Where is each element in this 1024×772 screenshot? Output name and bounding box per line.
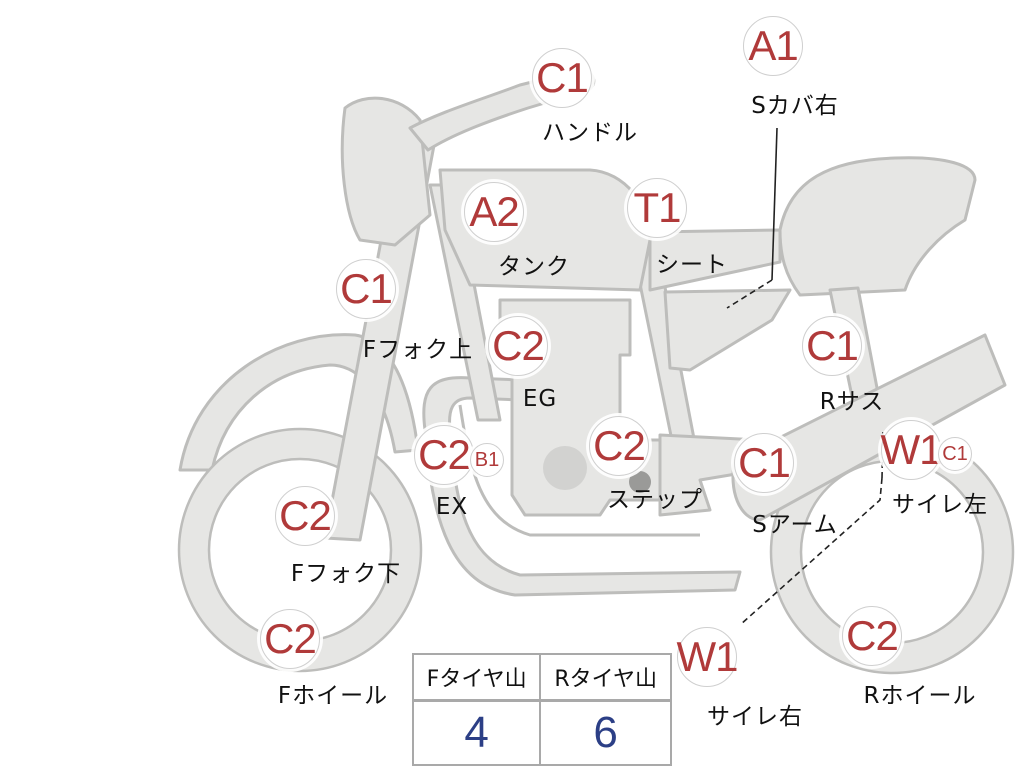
callout-code-muffler-left: W1 bbox=[881, 420, 943, 480]
callout-label-exhaust: EX bbox=[435, 494, 469, 520]
callout-label-tank: タンク bbox=[498, 254, 570, 280]
callout-code-fork-lower: C2 bbox=[275, 486, 335, 546]
callout-code-muffler-right: W1 bbox=[677, 627, 739, 687]
callout-label-fork-lower: Fフォク下 bbox=[290, 561, 402, 587]
callout-code-front-wheel: C2 bbox=[260, 609, 320, 669]
callout-code-exhaust: C2 bbox=[414, 425, 474, 485]
rear-seat-cowl bbox=[778, 156, 977, 297]
callout-label-rear-wheel: Rホイール bbox=[863, 683, 977, 709]
callout-label-seat: シート bbox=[656, 252, 728, 278]
callout-code-step: C2 bbox=[589, 416, 649, 476]
engine-cover bbox=[543, 446, 587, 490]
front-tire-tread-header: Fタイヤ山 bbox=[411, 653, 542, 702]
callout-code-fork-upper: C1 bbox=[336, 259, 396, 319]
callout-label-step: ステップ bbox=[607, 487, 703, 513]
headlight-cowl bbox=[340, 96, 432, 247]
callout-code-engine: C2 bbox=[488, 316, 548, 376]
callout-code-tank: A2 bbox=[464, 182, 524, 242]
callout-label-engine: EG bbox=[522, 386, 558, 412]
rear-tire-tread-value: 6 bbox=[539, 699, 672, 766]
front-tire-tread-value: 4 bbox=[411, 699, 542, 766]
step-peg-1 bbox=[629, 471, 651, 493]
callout-code-exhaust-b1: B1 bbox=[470, 443, 504, 477]
callout-label-muffler-left: サイレ左 bbox=[892, 492, 988, 518]
seat bbox=[648, 228, 782, 292]
callout-code-rear-suspension: C1 bbox=[802, 316, 862, 376]
leader-line-muffler-right bbox=[739, 477, 883, 626]
tire-tread-table: Fタイヤ山 Rタイヤ山 4 6 bbox=[411, 653, 672, 766]
callout-label-front-wheel: Fホイール bbox=[277, 683, 389, 709]
exhaust-pipe-upper bbox=[458, 404, 700, 537]
callout-label-side-cover-right: Sカバ右 bbox=[751, 93, 839, 119]
callout-label-fork-upper: Fフォク上 bbox=[362, 337, 474, 363]
callout-code-swingarm: C1 bbox=[734, 433, 794, 493]
rear-tire-tread-header: Rタイヤ山 bbox=[539, 653, 672, 702]
callout-label-rear-suspension: Rサス bbox=[819, 389, 885, 415]
leader-line-side-cover bbox=[771, 127, 778, 281]
callout-code-side-cover-right: A1 bbox=[743, 16, 803, 76]
callout-code-handlebar: C1 bbox=[532, 48, 592, 108]
callout-label-swingarm: Sアーム bbox=[752, 512, 838, 538]
side-cover bbox=[663, 288, 792, 372]
callout-code-rear-wheel: C2 bbox=[842, 606, 902, 666]
leader-line-side-cover-dashed bbox=[726, 279, 773, 309]
callout-label-handlebar: ハンドル bbox=[542, 120, 638, 146]
callout-code-seat: T1 bbox=[627, 178, 687, 238]
exhaust-pipe-lower bbox=[422, 376, 742, 597]
callout-code-muffler-left-c1: C1 bbox=[938, 437, 972, 471]
callout-label-muffler-right: サイレ右 bbox=[707, 704, 803, 730]
